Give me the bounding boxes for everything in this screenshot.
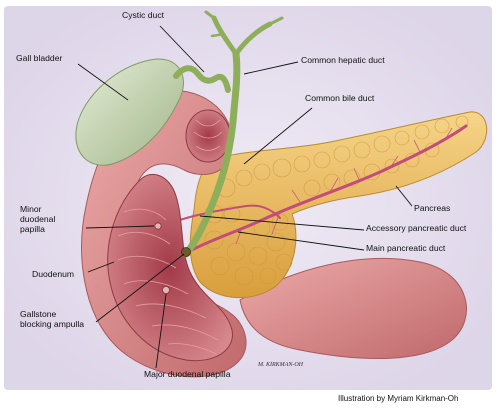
gallstone-label: Gallstone blocking ampulla bbox=[20, 309, 85, 330]
cystic-duct bbox=[173, 65, 231, 93]
gall-bladder-label: Gall bladder bbox=[16, 53, 63, 63]
minor-duodenal-papilla bbox=[154, 222, 162, 230]
main-pancreatic-duct bbox=[186, 124, 468, 254]
common-bile-duct bbox=[182, 106, 238, 258]
gallstone-line-2: blocking ampulla bbox=[20, 318, 85, 329]
minor-papilla-line-3: papilla bbox=[20, 223, 45, 234]
main-pancreatic-duct-label: Main pancreatic duct bbox=[366, 243, 446, 253]
duodenum-label: Duodenum bbox=[32, 269, 75, 279]
major-duodenal-papilla-label: Major duodenal papilla bbox=[144, 369, 231, 379]
gallstone-line-1: Gallstone bbox=[20, 309, 57, 319]
illustration-credit: Illustration by Myriam Kirkman-Oh bbox=[338, 394, 459, 403]
common-hepatic-duct bbox=[204, 10, 284, 114]
lumen-folds bbox=[117, 208, 219, 355]
common-bile-duct-label: Common bile duct bbox=[305, 93, 375, 103]
duodenum-upper-opening bbox=[185, 109, 231, 163]
gall-bladder bbox=[75, 58, 184, 166]
minor-papilla-line-1: Minor bbox=[20, 204, 42, 214]
cystic-duct-label: Cystic duct bbox=[122, 10, 165, 20]
accessory-pancreatic-duct-label: Accessory pancreatic duct bbox=[366, 223, 467, 233]
upper-opening-folds bbox=[193, 119, 223, 151]
duct-branches bbox=[235, 127, 453, 245]
minor-duodenal-papilla-label: Minor duodenal papilla bbox=[20, 204, 56, 235]
pancreas-label: Pancreas bbox=[414, 203, 451, 213]
duodenum-lumen bbox=[107, 174, 233, 362]
minor-papilla-line-2: duodenal bbox=[20, 213, 56, 224]
accessory-pancreatic-duct bbox=[173, 204, 281, 223]
artist-signature: M. KIRKMAN-OH bbox=[258, 362, 303, 368]
pancreas bbox=[189, 111, 488, 299]
duodenum-lower-loop bbox=[239, 257, 467, 360]
common-hepatic-duct-label: Common hepatic duct bbox=[301, 55, 385, 65]
major-duodenal-papilla bbox=[161, 285, 170, 294]
leader-lines bbox=[77, 25, 413, 369]
